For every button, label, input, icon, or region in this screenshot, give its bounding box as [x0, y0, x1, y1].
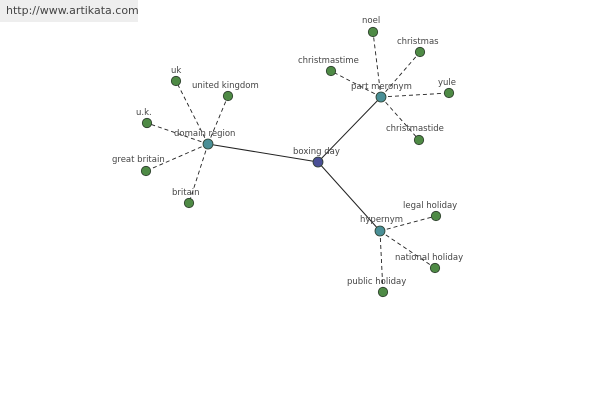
edge-part-meronym-to-christmastide: [380, 96, 420, 141]
edge-domain-region-to-u-k: [146, 122, 209, 145]
node-uk[interactable]: [170, 75, 182, 87]
node-label-christmastide[interactable]: christmastide: [386, 124, 444, 134]
node-hypernym[interactable]: [374, 225, 386, 237]
url-banner: http://www.artikata.com: [0, 0, 139, 22]
node-label-public-holiday[interactable]: public holiday: [347, 277, 406, 287]
node-great-britain[interactable]: [140, 165, 152, 177]
node-britain[interactable]: [183, 197, 195, 209]
node-label-christmas[interactable]: christmas: [397, 37, 439, 47]
node-label-u-k[interactable]: u.k.: [136, 108, 152, 118]
edge-part-meronym-to-christmastime: [330, 70, 382, 98]
node-label-legal-holiday[interactable]: legal holiday: [403, 201, 457, 211]
graph-edges: [145, 31, 450, 293]
node-domain-region[interactable]: [202, 138, 214, 150]
node-label-domain-region[interactable]: domain region: [174, 129, 235, 139]
edge-domain-region-to-uk: [175, 80, 209, 145]
edge-part-meronym-to-yule: [380, 92, 450, 98]
node-christmastime[interactable]: [325, 65, 337, 77]
node-boxing-day[interactable]: [312, 156, 324, 168]
node-label-hypernym[interactable]: hypernym: [360, 215, 403, 225]
node-label-united-kingdom[interactable]: united kingdom: [192, 81, 259, 91]
edge-boxing-day-to-part-meronym: [317, 96, 382, 163]
node-public-holiday[interactable]: [377, 286, 389, 298]
node-legal-holiday[interactable]: [430, 210, 442, 222]
node-part-meronym[interactable]: [375, 91, 387, 103]
node-label-part-meronym[interactable]: part meronym: [351, 82, 412, 92]
edge-part-meronym-to-christmas: [380, 51, 421, 98]
edge-boxing-day-to-hypernym: [317, 161, 381, 232]
edge-boxing-day-to-domain-region: [207, 143, 319, 163]
node-label-national-holiday[interactable]: national holiday: [395, 253, 463, 263]
node-label-boxing-day[interactable]: boxing day: [293, 147, 340, 157]
node-noel[interactable]: [367, 26, 379, 38]
edge-part-meronym-to-noel: [372, 31, 382, 98]
site-url[interactable]: http://www.artikata.com: [6, 4, 139, 17]
node-label-christmastime[interactable]: christmastime: [298, 56, 359, 66]
node-christmas[interactable]: [414, 46, 426, 58]
edge-domain-region-to-great-britain: [145, 143, 209, 172]
edge-hypernym-to-legal-holiday: [379, 215, 437, 232]
node-label-yule[interactable]: yule: [438, 78, 456, 88]
node-label-great-britain[interactable]: great britain: [112, 155, 165, 165]
edge-domain-region-to-united-kingdom: [207, 95, 229, 145]
node-u-k[interactable]: [141, 117, 153, 129]
node-label-uk[interactable]: uk: [171, 66, 181, 76]
node-label-britain[interactable]: britain: [172, 188, 200, 198]
edge-hypernym-to-public-holiday: [379, 230, 384, 293]
node-yule[interactable]: [443, 87, 455, 99]
node-national-holiday[interactable]: [429, 262, 441, 274]
edge-domain-region-to-britain: [188, 143, 209, 204]
node-label-noel[interactable]: noel: [362, 16, 380, 26]
node-united-kingdom[interactable]: [222, 90, 234, 102]
graph-nodes: [140, 26, 455, 298]
node-christmastide[interactable]: [413, 134, 425, 146]
graph-labels: boxing day domain region part meronym hyper…: [112, 16, 463, 287]
